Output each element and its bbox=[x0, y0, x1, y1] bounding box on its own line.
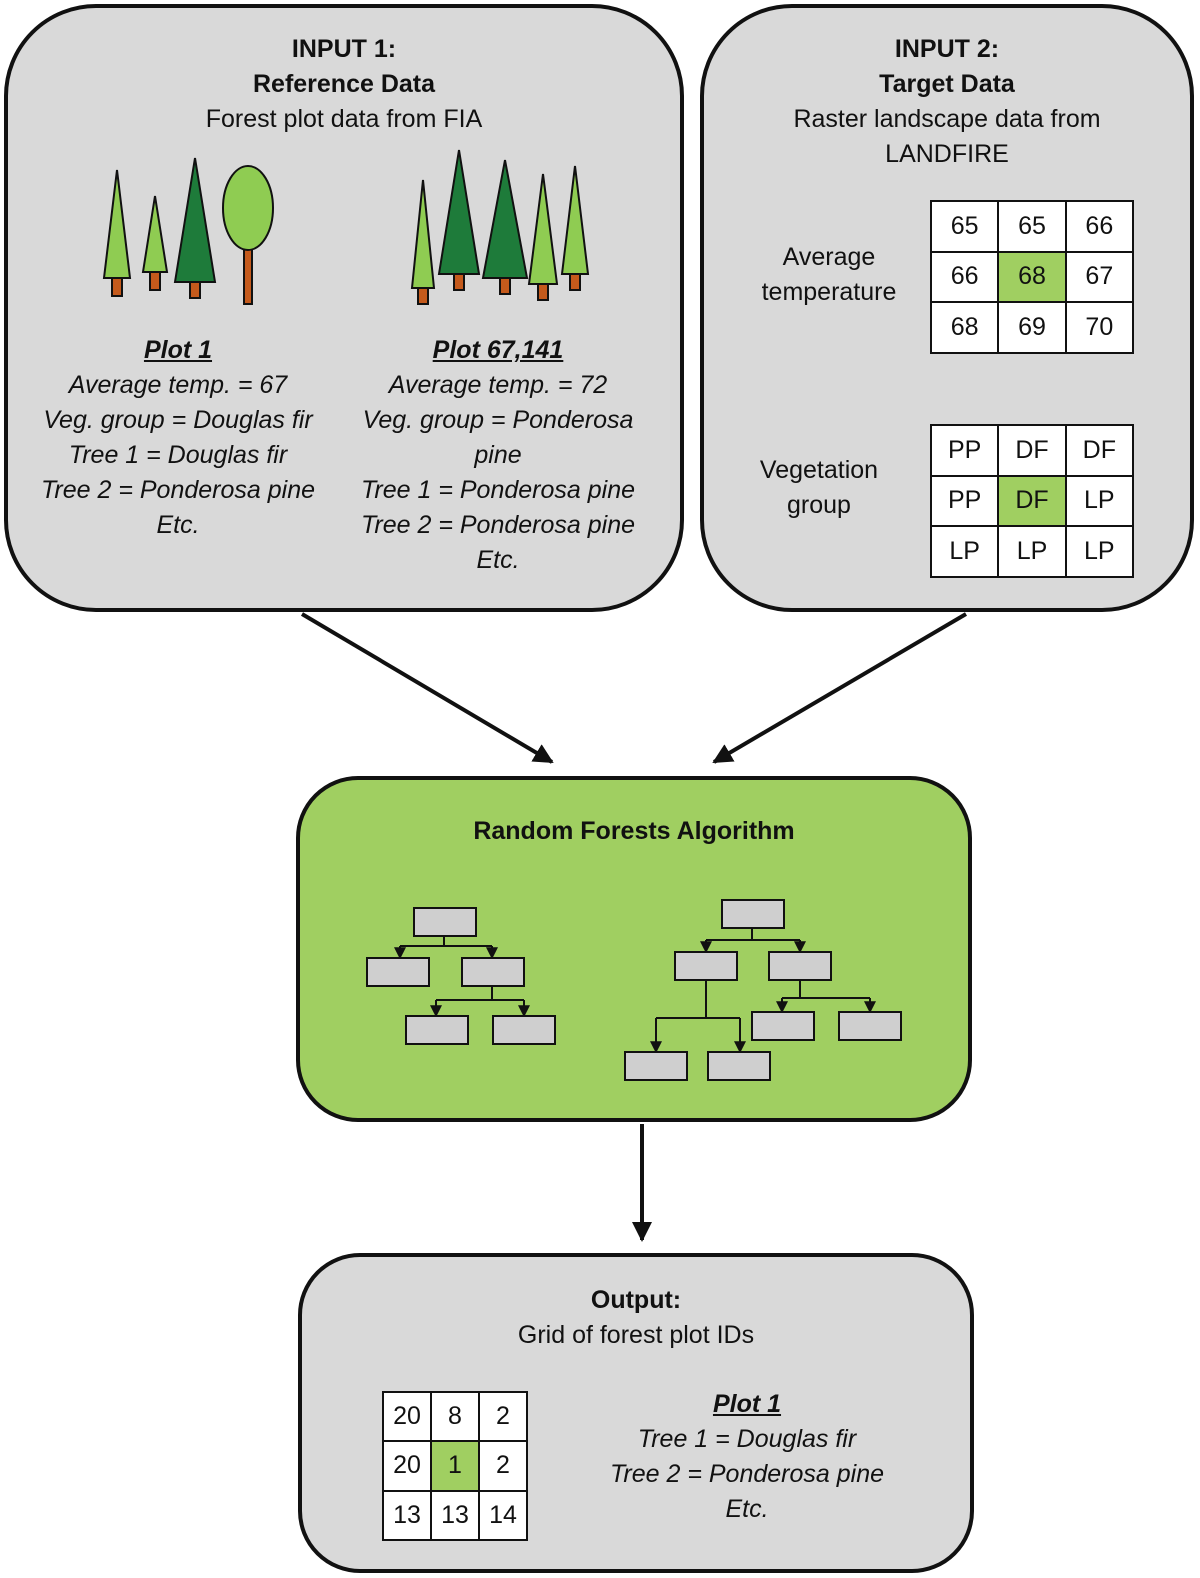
output-plot-line: Etc. bbox=[725, 1495, 769, 1523]
grid-cell: 65 bbox=[997, 200, 1067, 253]
decision-tree-1-nodes bbox=[366, 907, 556, 1045]
input2-panel: INPUT 2: Target Data Raster landscape da… bbox=[700, 4, 1194, 612]
grid-cell-highlighted: DF bbox=[997, 474, 1067, 528]
plot1-line: Tree 1 = Douglas fir bbox=[68, 441, 288, 469]
temperature-label: Average bbox=[782, 243, 876, 271]
grid-cell-highlighted: 1 bbox=[430, 1440, 480, 1492]
input2-subheading: Target Data bbox=[879, 70, 1015, 98]
plot1-line: Veg. group = Douglas fir bbox=[43, 406, 313, 434]
input1-subheading: Reference Data bbox=[252, 70, 436, 98]
grid-cell: 67 bbox=[1064, 250, 1135, 304]
plot2-title: Plot 67,141 bbox=[432, 336, 564, 364]
plot2-line: Veg. group = Ponderosa bbox=[362, 406, 634, 434]
plot1-trees-icon bbox=[102, 157, 274, 305]
decision-tree-2-nodes bbox=[624, 899, 902, 1081]
grid-cell: 14 bbox=[478, 1489, 528, 1542]
grid-cell: 69 bbox=[997, 301, 1067, 354]
plot2-line: Tree 1 = Ponderosa pine bbox=[360, 476, 636, 504]
vegetation-label: Vegetation bbox=[759, 456, 879, 484]
plot1-line: Average temp. = 67 bbox=[68, 371, 288, 399]
grid-cell: 20 bbox=[382, 1440, 432, 1492]
output-panel: Output: Grid of forest plot IDs 20 8 2 2… bbox=[298, 1253, 974, 1573]
output-grid: 20 8 2 20 1 2 13 13 14 bbox=[382, 1390, 528, 1542]
output-description: Grid of forest plot IDs bbox=[517, 1321, 755, 1349]
plot2-line: pine bbox=[474, 441, 522, 469]
grid-cell: 70 bbox=[1064, 301, 1135, 354]
plot1-title: Plot 1 bbox=[143, 336, 213, 364]
output-plot-line: Tree 1 = Douglas fir bbox=[637, 1425, 857, 1453]
temperature-grid: 65 65 66 66 68 67 68 69 70 bbox=[929, 200, 1135, 354]
grid-cell: 2 bbox=[478, 1390, 528, 1443]
grid-cell: 68 bbox=[929, 301, 1000, 354]
input1-description: Forest plot data from FIA bbox=[205, 105, 483, 133]
plot2-line: Etc. bbox=[476, 546, 520, 574]
input1-heading: INPUT 1: bbox=[291, 35, 397, 63]
arrow-input1-to-algorithm bbox=[300, 612, 554, 764]
algorithm-title: Random Forests Algorithm bbox=[473, 817, 795, 845]
decision-tree-2-icon bbox=[650, 928, 876, 1054]
grid-cell: LP bbox=[1064, 525, 1135, 578]
plot1-line: Etc. bbox=[156, 511, 200, 539]
arrow-input2-to-algorithm bbox=[712, 612, 968, 764]
grid-cell: LP bbox=[929, 525, 1000, 578]
grid-cell: DF bbox=[1064, 424, 1135, 477]
grid-cell: 20 bbox=[382, 1390, 432, 1443]
plot2-trees-icon bbox=[410, 149, 590, 305]
temperature-label: temperature bbox=[761, 278, 897, 306]
grid-cell: LP bbox=[1064, 474, 1135, 528]
grid-cell: 13 bbox=[382, 1489, 432, 1542]
decision-tree-1-icon bbox=[394, 936, 530, 1018]
output-plot-title: Plot 1 bbox=[712, 1390, 782, 1418]
grid-cell: 65 bbox=[929, 200, 1000, 253]
grid-cell: PP bbox=[929, 424, 1000, 477]
grid-cell: DF bbox=[997, 424, 1067, 477]
output-plot-line: Tree 2 = Ponderosa pine bbox=[609, 1460, 885, 1488]
grid-cell: 13 bbox=[430, 1489, 480, 1542]
plot2-line: Tree 2 = Ponderosa pine bbox=[360, 511, 636, 539]
grid-cell: 66 bbox=[929, 250, 1000, 304]
grid-cell: PP bbox=[929, 474, 1000, 528]
vegetation-label: group bbox=[787, 491, 851, 519]
input2-description: Raster landscape data from bbox=[793, 105, 1101, 133]
plot1-line: Tree 2 = Ponderosa pine bbox=[40, 476, 316, 504]
grid-cell: 8 bbox=[430, 1390, 480, 1443]
plot2-line: Average temp. = 72 bbox=[388, 371, 608, 399]
grid-cell: LP bbox=[997, 525, 1067, 578]
grid-cell: 2 bbox=[478, 1440, 528, 1492]
input2-heading: INPUT 2: bbox=[894, 35, 1000, 63]
output-heading: Output: bbox=[590, 1286, 682, 1314]
grid-cell-highlighted: 68 bbox=[997, 250, 1067, 304]
input2-description: LANDFIRE bbox=[885, 140, 1009, 168]
grid-cell: 66 bbox=[1064, 200, 1135, 253]
vegetation-grid: PP DF DF PP DF LP LP LP LP bbox=[929, 424, 1135, 578]
input1-panel: INPUT 1: Reference Data Forest plot data… bbox=[4, 4, 684, 612]
